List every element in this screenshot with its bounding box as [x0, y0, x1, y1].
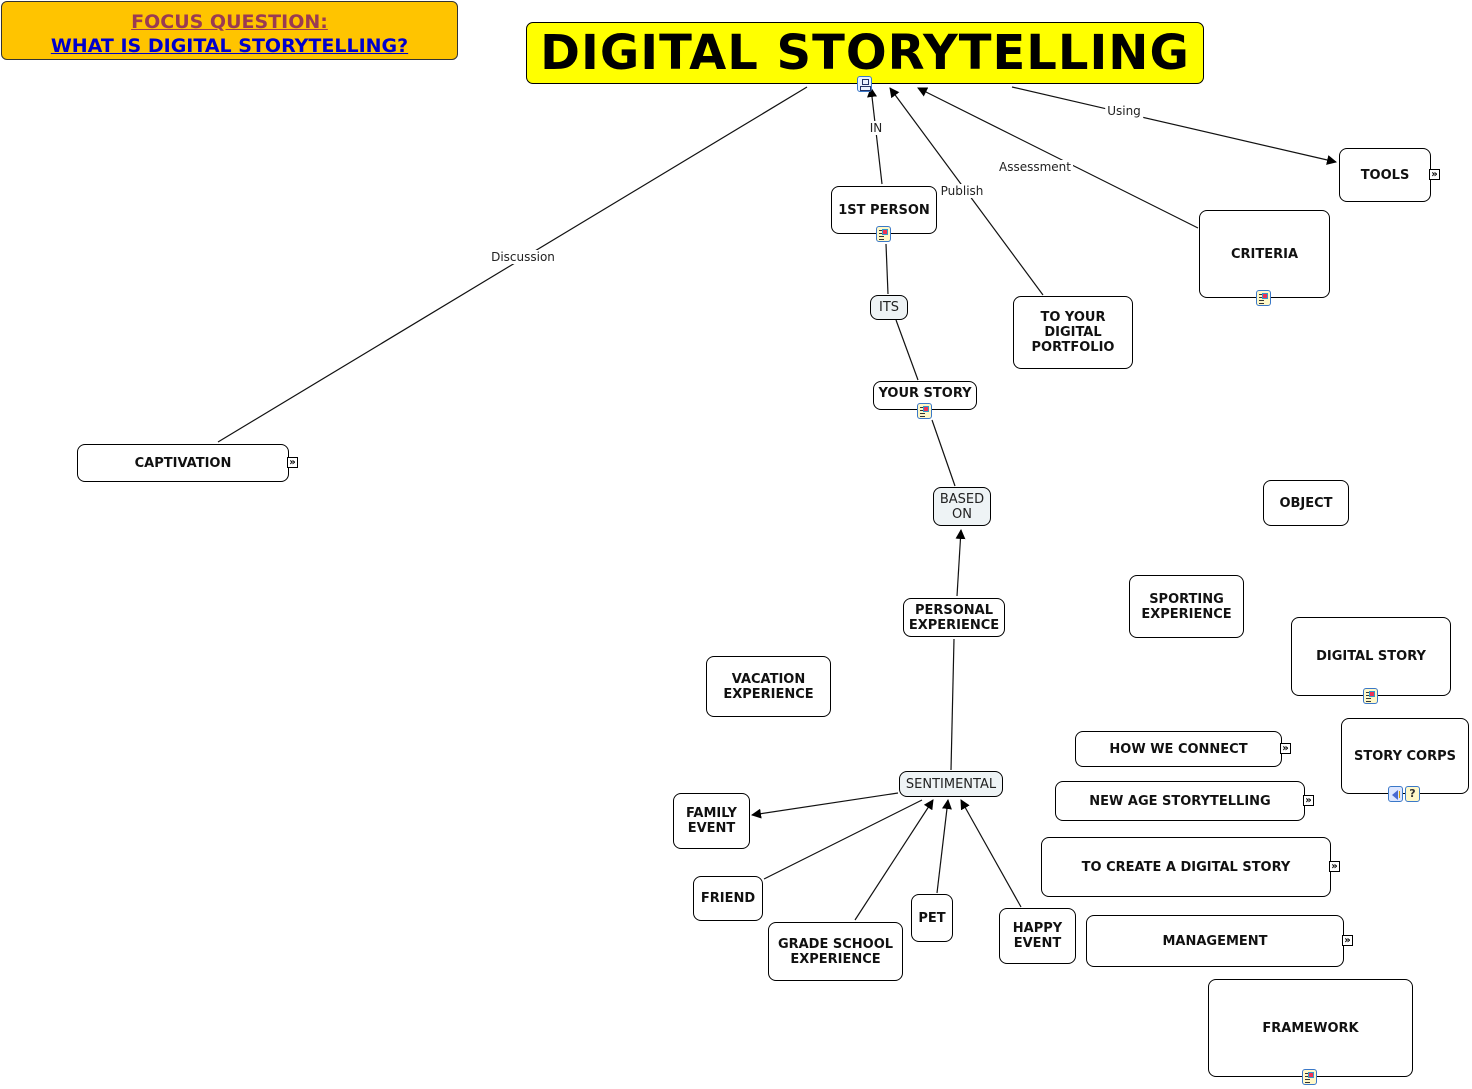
focus-question-box: FOCUS QUESTION: WHAT IS DIGITAL STORYTEL… — [1, 1, 458, 60]
root-concept[interactable]: DIGITAL STORYTELLING — [526, 22, 1204, 84]
concept-management[interactable]: MANAGEMENT — [1086, 915, 1344, 967]
link-label-assessment: Assessment — [997, 160, 1073, 174]
expand-chevron-icon[interactable]: » — [1329, 861, 1340, 872]
concept-new-age-storytelling[interactable]: NEW AGE STORYTELLING — [1055, 781, 1305, 821]
edge-sentimental-family — [751, 792, 899, 819]
unknown-resource-icon[interactable]: ? — [1405, 786, 1420, 802]
expand-chevron-icon[interactable]: » — [287, 457, 298, 468]
concept-grade-school-experience[interactable]: GRADE SCHOOL EXPERIENCE — [768, 922, 903, 981]
expand-chevron-icon[interactable]: » — [1303, 795, 1314, 806]
linking-phrase-its[interactable]: ITS — [870, 295, 908, 320]
edge-its-yourstory — [895, 319, 919, 381]
document-resource-icon[interactable] — [1363, 688, 1378, 704]
concept-how-we-connect[interactable]: HOW WE CONNECT — [1075, 731, 1282, 767]
audio-resource-icon[interactable] — [1388, 786, 1403, 802]
concept-map-resource-icon[interactable] — [857, 76, 872, 92]
document-resource-icon[interactable] — [1302, 1069, 1317, 1085]
edge-happy-sentimental — [960, 799, 1022, 908]
edge-personal-basedon — [955, 529, 966, 597]
expand-chevron-icon[interactable]: » — [1342, 935, 1353, 946]
edge-using-tools — [1011, 86, 1337, 165]
document-resource-icon[interactable] — [917, 403, 932, 419]
expand-chevron-icon[interactable]: » — [1280, 743, 1291, 754]
edge-discussion-root — [217, 86, 808, 443]
edge-grade-sentimental — [854, 799, 934, 921]
edge-firstperson-its — [885, 243, 889, 295]
focus-question-link[interactable]: WHAT IS DIGITAL STORYTELLING? — [50, 35, 409, 57]
concept-story-corps[interactable]: STORY CORPS — [1341, 718, 1469, 794]
concept-tools[interactable]: TOOLS — [1339, 148, 1431, 202]
concept-happy-event[interactable]: HAPPY EVENT — [999, 908, 1076, 964]
link-label-discussion: Discussion — [489, 250, 557, 264]
document-resource-icon[interactable] — [1256, 290, 1271, 306]
document-resource-icon[interactable] — [876, 226, 891, 242]
concept-vacation-experience[interactable]: VACATION EXPERIENCE — [706, 656, 831, 717]
linking-phrase-sentimental[interactable]: SENTIMENTAL — [899, 771, 1003, 797]
link-label-publish: Publish — [938, 184, 986, 198]
linking-phrase-based-on[interactable]: BASED ON — [933, 487, 991, 526]
concept-friend[interactable]: FRIEND — [693, 876, 763, 921]
edge-in-root — [867, 87, 883, 185]
concept-digital-story[interactable]: DIGITAL STORY — [1291, 617, 1451, 696]
edge-friend-sentimental — [763, 799, 923, 880]
link-label-in: IN — [867, 121, 885, 135]
concept-sporting-experience[interactable]: SPORTING EXPERIENCE — [1129, 575, 1244, 638]
expand-chevron-icon[interactable]: » — [1429, 169, 1440, 180]
edge-personal-sentimental — [950, 638, 955, 771]
concept-captivation[interactable]: CAPTIVATION — [77, 444, 289, 482]
concept-to-create-a-digital-story[interactable]: TO CREATE A DIGITAL STORY — [1041, 837, 1331, 897]
link-label-using: Using — [1105, 104, 1143, 118]
focus-question-heading[interactable]: FOCUS QUESTION: — [131, 11, 328, 33]
edge-assessment-root — [917, 87, 1199, 229]
concept-personal-experience[interactable]: PERSONAL EXPERIENCE — [903, 598, 1005, 637]
concept-pet[interactable]: PET — [911, 894, 953, 942]
concept-family-event[interactable]: FAMILY EVENT — [673, 793, 750, 849]
concept-digital-portfolio[interactable]: TO YOUR DIGITAL PORTFOLIO — [1013, 296, 1133, 369]
edge-yourstory-basedon — [931, 419, 956, 487]
edge-pet-sentimental — [936, 799, 952, 894]
concept-framework[interactable]: FRAMEWORK — [1208, 979, 1413, 1077]
concept-object[interactable]: OBJECT — [1263, 480, 1349, 526]
concept-criteria[interactable]: CRITERIA — [1199, 210, 1330, 298]
